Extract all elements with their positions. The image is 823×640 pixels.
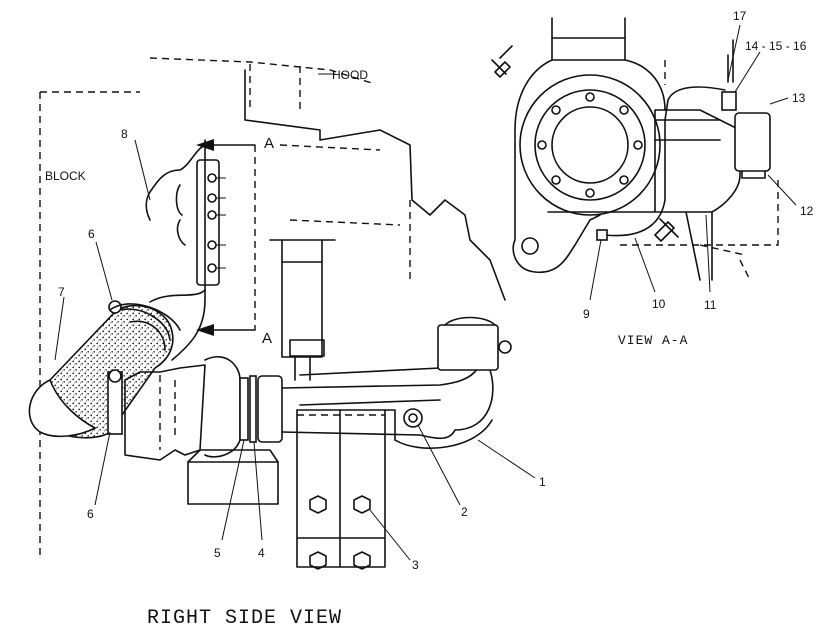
callout-1: 1 <box>539 475 546 489</box>
sensor-plug <box>498 340 512 354</box>
hood-outline <box>149 57 376 85</box>
sensor-box <box>437 324 499 371</box>
support-bracket <box>296 409 386 568</box>
clamp-top-band <box>109 303 181 331</box>
bellows-band-4 <box>249 375 257 443</box>
callout-10: 10 <box>652 297 666 311</box>
mount-tube <box>281 261 323 358</box>
turbo-base-top <box>187 449 279 463</box>
exhaust-manifold <box>145 139 206 301</box>
right-side-view <box>28 57 512 570</box>
inset-bracket-arm <box>654 119 721 141</box>
callouts-main: 8 6 7 6 5 4 3 2 1 <box>54 127 546 572</box>
sensor-box-top <box>444 316 496 326</box>
mount-tube-top <box>269 239 336 381</box>
clamp-bottom-bolt <box>108 369 122 383</box>
inset-wire-2 <box>727 39 734 83</box>
callout-9: 9 <box>583 307 590 321</box>
block-label: BLOCK <box>45 169 86 183</box>
inset-bolt-right <box>654 218 679 242</box>
right-side-view-title: RIGHT SIDE VIEW <box>147 607 342 630</box>
inset-frame <box>620 60 779 246</box>
inset-bracket <box>547 109 741 213</box>
manifold-bolts <box>207 173 226 273</box>
inset-clip-9 <box>596 229 608 241</box>
inset-bore <box>551 106 629 184</box>
inset-bracket-leg <box>685 211 713 281</box>
turbo-base <box>187 461 279 505</box>
section-a-bottom-label: A <box>262 330 272 347</box>
inset-housing-cap <box>551 37 626 61</box>
inset-bolt-left <box>491 45 513 78</box>
inset-sensor-cap <box>741 170 766 179</box>
callout-14-15-16: 14 - 15 - 16 <box>745 39 807 53</box>
elbow-rim <box>119 308 171 351</box>
inset-sensor-conn <box>721 91 737 111</box>
hood-outline-inner <box>249 64 301 110</box>
inset-wire-tail <box>699 244 751 281</box>
callout-17: 17 <box>733 9 747 23</box>
section-a-top-label: A <box>264 135 274 152</box>
callout-5: 5 <box>214 546 221 560</box>
inset-flange-inner <box>534 89 646 201</box>
turbo-compressor <box>204 355 241 458</box>
view-a-a <box>491 17 779 281</box>
inset-sensor-body <box>734 112 771 172</box>
bellows-band-5 <box>239 377 249 441</box>
arrow-head-top-icon <box>196 139 214 151</box>
callout-7: 7 <box>58 285 65 299</box>
inset-flange <box>519 74 661 216</box>
exhaust-elbow-outer <box>394 419 493 449</box>
inset-bolt-holes <box>537 92 643 198</box>
bolt-2 <box>403 408 423 428</box>
turbo-inner <box>159 375 176 450</box>
mount-tube-cap <box>289 339 325 357</box>
callout-6-top: 6 <box>88 227 95 241</box>
elbow-end <box>28 378 97 438</box>
callout-4: 4 <box>258 546 265 560</box>
bracket-top-arm <box>296 409 396 441</box>
callout-12: 12 <box>800 204 814 218</box>
exhaust-pipe-top <box>299 367 441 406</box>
engine-housing-dash <box>279 144 411 280</box>
arrow-head-bottom-icon <box>196 324 214 336</box>
callout-13: 13 <box>792 91 806 105</box>
bellows <box>257 375 283 443</box>
view-a-a-title: VIEW A-A <box>618 333 688 348</box>
manifold-pipe <box>149 289 206 361</box>
inset-wire <box>604 86 726 237</box>
callout-6-bottom: 6 <box>87 507 94 521</box>
bolt-2-inner <box>408 413 418 423</box>
callout-2: 2 <box>461 505 468 519</box>
manifold-flange <box>196 159 220 286</box>
hood-label: HOOD <box>332 68 368 82</box>
bracket-bolts <box>309 495 371 570</box>
exhaust-elbow <box>281 367 494 440</box>
callout-3: 3 <box>412 558 419 572</box>
engine-housing <box>244 69 506 301</box>
callout-11: 11 <box>704 298 717 312</box>
inset-lower-lug <box>521 237 539 255</box>
callouts-inset: 17 14 - 15 - 16 13 12 11 10 9 <box>583 9 814 321</box>
callout-8: 8 <box>121 127 128 141</box>
